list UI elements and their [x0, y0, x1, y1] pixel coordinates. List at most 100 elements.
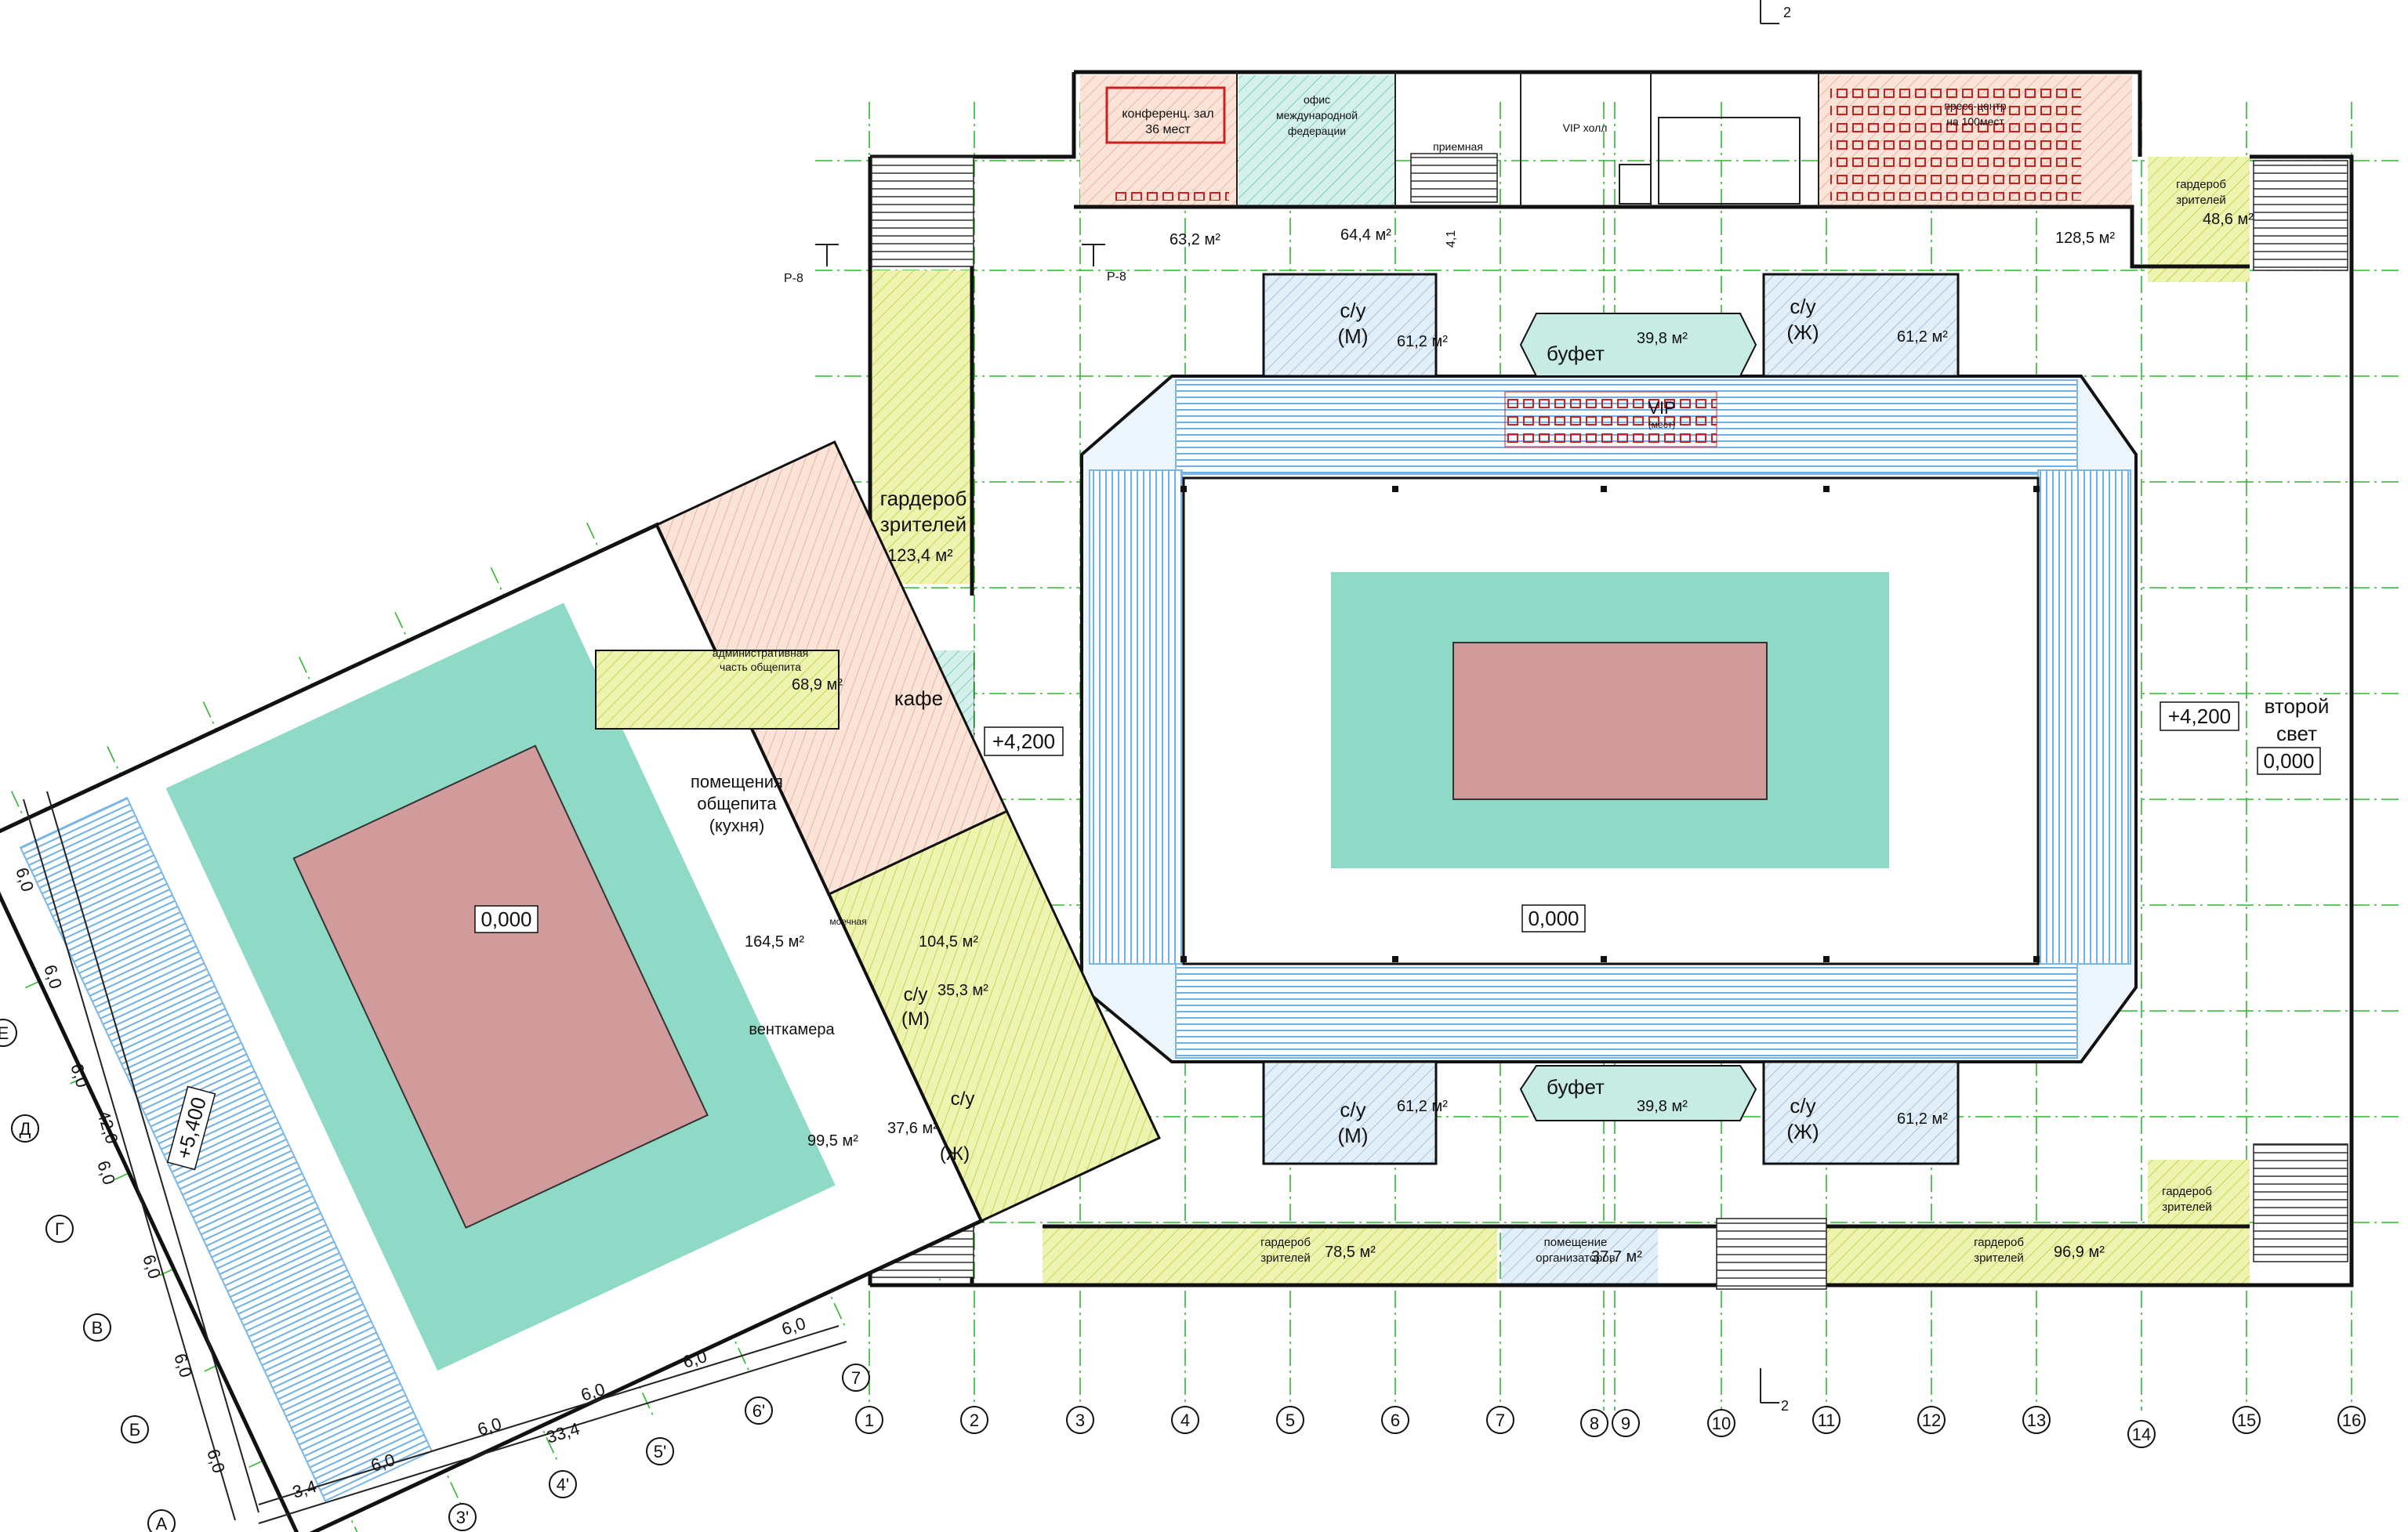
- axis-bubble-3p: 3': [448, 1503, 477, 1531]
- svg-text:6,0: 6,0: [203, 1447, 229, 1476]
- axis-letter-g: Г: [45, 1215, 74, 1243]
- area-64-4: 64,4 м²: [1340, 226, 1391, 244]
- left-axis-bubbles: 7 6' 5' 4' 3': [448, 1364, 870, 1531]
- label-wc-m-cafe-1: с/у: [904, 984, 928, 1005]
- top-rooms: [870, 70, 2250, 282]
- axis-bubble-8: 8: [1580, 1409, 1608, 1437]
- svg-text:Б: Б: [129, 1420, 140, 1440]
- svg-text:А: А: [156, 1514, 168, 1532]
- label-organizers-2: организаторов: [1536, 1251, 1615, 1265]
- cloak-bottom-left: [1043, 1226, 1497, 1285]
- label-vip-2: (мест): [1648, 419, 1675, 430]
- label-second-light-1: второй: [2265, 694, 2330, 718]
- label-wc-m-top-1: с/у: [1340, 299, 1365, 322]
- axis-bubble-4: 4: [1171, 1406, 1199, 1434]
- area-37-7: 37,7 м²: [1591, 1248, 1642, 1266]
- level-second-light: 0,000: [2263, 749, 2314, 773]
- svg-text:Д: Д: [20, 1119, 31, 1139]
- area-labels: 63,2 м² 64,4 м² 128,5 м² 48,6 м² 123,4 м…: [745, 211, 2254, 1266]
- area-96-9: 96,9 м²: [2054, 1244, 2105, 1261]
- buffet-top-zone: [1519, 313, 1757, 377]
- wc-top-left: [1262, 273, 1438, 378]
- label-cloak-tr-2: зрителей: [2176, 194, 2226, 207]
- label-buffet-top: буфет: [1547, 342, 1605, 365]
- label-intl-2: международной: [1276, 109, 1358, 121]
- area-164-5: 164,5 м²: [745, 933, 804, 951]
- level-cafe: +4,200: [992, 730, 1055, 753]
- label-vip-hall: VIP холл: [1563, 121, 1608, 134]
- wc-bottom-right: [1762, 1060, 1960, 1165]
- svg-text:16: 16: [2342, 1411, 2361, 1430]
- axis-bubble-14: 14: [2127, 1420, 2156, 1448]
- label-wc-w-bot-2: (Ж): [1786, 1120, 1819, 1143]
- label-washroom: моечная: [829, 916, 866, 927]
- axis-bubble-11: 11: [1812, 1406, 1840, 1434]
- conference-room: [1080, 75, 1237, 207]
- wc-bottom-left: [1262, 1060, 1438, 1165]
- label-wc-m-cafe-2: (М): [901, 1009, 930, 1030]
- section-marks: 2 2 Р-8 Р-8 4,1: [784, 0, 1791, 1414]
- label-admin-1: административная: [713, 646, 808, 659]
- cloak-left: [872, 270, 974, 584]
- level-right: +4,200: [2168, 704, 2231, 728]
- label-organizers-1: помещение: [1544, 1236, 1608, 1249]
- svg-text:9: 9: [1621, 1414, 1630, 1433]
- label-cloak-br-2: зрителей: [1974, 1251, 2024, 1265]
- area-61-2-bl: 61,2 м²: [1397, 1098, 1448, 1115]
- area-68-9: 68,9 м²: [792, 676, 843, 694]
- label-vip-1: VIP: [1648, 398, 1675, 418]
- area-37-6: 37,6 м²: [887, 1120, 938, 1137]
- section-p8-left: Р-8: [784, 272, 803, 285]
- organizers-room: [1501, 1226, 1658, 1285]
- right-zone: [2148, 154, 2354, 1288]
- axis-bubble-6: 6: [1381, 1406, 1409, 1434]
- axis-bubble-13: 13: [2022, 1406, 2051, 1434]
- court-inner: [1452, 642, 1768, 800]
- axis-bubble-3: 3: [1066, 1406, 1094, 1434]
- svg-text:6,0: 6,0: [779, 1313, 808, 1339]
- wc-top-right: [1762, 273, 1960, 378]
- label-wc-w-top-1: с/у: [1790, 295, 1815, 318]
- axis-bubble-16: 16: [2337, 1406, 2366, 1434]
- label-buffet-bottom: буфет: [1547, 1075, 1605, 1099]
- svg-text:4: 4: [1180, 1411, 1190, 1430]
- area-61-2-tl: 61,2 м²: [1397, 333, 1448, 350]
- left-stands: [19, 796, 433, 1502]
- room-labels: конференц. зал 36 мест офис международно…: [691, 93, 2329, 1265]
- svg-text:11: 11: [1818, 1411, 1836, 1430]
- label-press-2: на 100мест: [1946, 115, 2004, 128]
- svg-text:10: 10: [1712, 1414, 1731, 1433]
- svg-text:1: 1: [865, 1411, 874, 1430]
- label-press-1: пресс-центр: [1944, 100, 2007, 112]
- area-39-8-bottom: 39,8 м²: [1637, 1098, 1688, 1115]
- left-court-inner: [292, 744, 709, 1230]
- axis-letter-v: В: [83, 1313, 111, 1342]
- label-wc-w-cafe-2: (Ж): [940, 1143, 970, 1164]
- area-128-5: 128,5 м²: [2055, 230, 2115, 247]
- svg-text:7: 7: [1496, 1411, 1505, 1430]
- dim-4-1: 4,1: [1445, 230, 1458, 248]
- svg-text:3': 3': [456, 1508, 469, 1527]
- svg-text:2: 2: [970, 1411, 979, 1430]
- label-conference-1: конференц. зал: [1122, 107, 1213, 121]
- axis-bubble-6p: 6': [745, 1396, 773, 1425]
- svg-text:Е: Е: [0, 1023, 9, 1043]
- axis-bubble-15: 15: [2232, 1406, 2261, 1434]
- axis-bubble-1: 1: [855, 1406, 883, 1434]
- label-cloak-bl-1: гардероб: [1260, 1236, 1311, 1249]
- label-cloak-left-1: гардероб: [880, 487, 967, 510]
- axis-bubble-5: 5: [1276, 1406, 1304, 1434]
- vip-seats: [1504, 391, 1717, 447]
- label-reception: приемная: [1433, 140, 1483, 153]
- svg-text:5': 5': [654, 1442, 666, 1461]
- axis-bubble-5p: 5': [646, 1437, 674, 1465]
- label-conference-2: 36 мест: [1145, 123, 1191, 136]
- axis-bubble-9: 9: [1612, 1409, 1640, 1437]
- label-intl-1: офис: [1304, 93, 1330, 106]
- svg-text:3: 3: [1075, 1411, 1085, 1430]
- axis-bubble-2: 2: [960, 1406, 988, 1434]
- svg-text:7: 7: [851, 1368, 861, 1388]
- label-cloak-corner-1: гардероб: [2162, 1185, 2212, 1198]
- cloak-br-corner: [2148, 1160, 2250, 1285]
